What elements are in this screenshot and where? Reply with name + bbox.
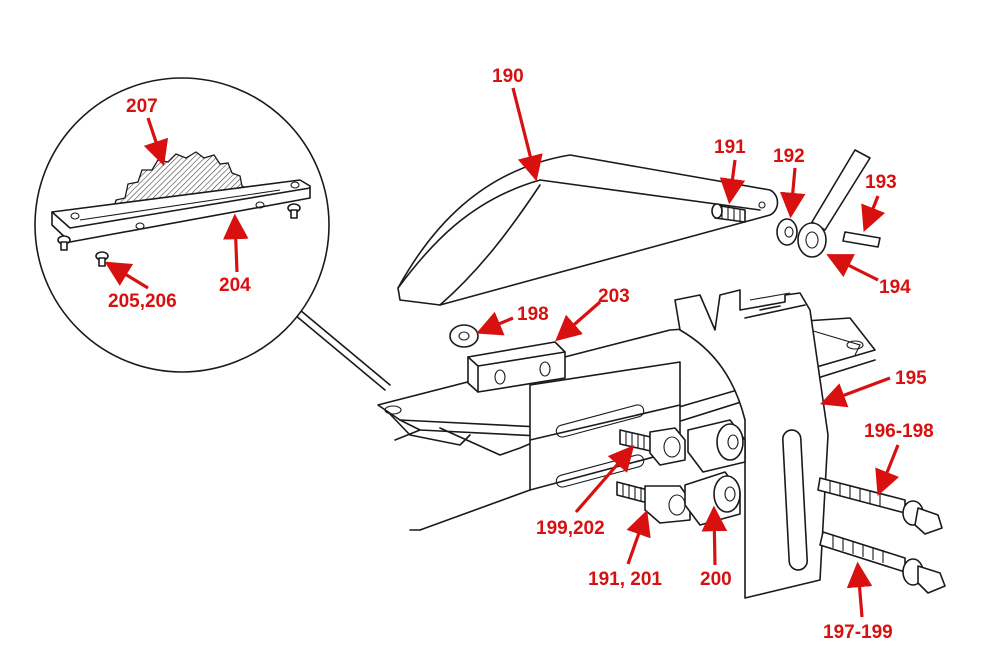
label-191: 191 [714,137,746,158]
label-196-198: 196-198 [864,421,934,442]
label-191-201: 191, 201 [588,569,662,590]
riving-bracket [674,289,829,599]
inset-screw-left [57,235,71,251]
inset-screw-mid [95,251,109,267]
label-192: 192 [773,146,805,167]
label-194: 194 [879,277,911,298]
slotted-rail [409,361,681,531]
blade-guard [397,154,779,306]
long-bolt-lower [819,531,946,594]
label-199-202: 199,202 [536,518,605,539]
label-198: 198 [517,304,549,325]
label-197-199: 197-199 [823,622,893,643]
pin [842,231,881,248]
callout-arrows [104,87,900,618]
label-204: 204 [219,275,251,296]
spacer-block [467,341,566,393]
washer [776,218,798,246]
detail-callout [34,77,391,391]
eye-bolt [797,149,871,258]
part-labels: 190 191 192 193 194 195 196-198 197-199 … [108,66,934,643]
inset-screw-right [287,203,301,219]
hex-nut [449,324,479,348]
label-203: 203 [598,286,630,307]
label-195: 195 [895,368,927,389]
long-bolt-upper [817,477,943,535]
bolt-upper [619,427,686,466]
label-207: 207 [126,96,158,117]
label-200: 200 [700,569,732,590]
pivot-stud [711,203,746,223]
label-205-206: 205,206 [108,291,177,312]
sleeve-lower [684,471,741,526]
label-193: 193 [865,172,897,193]
bolt-lower [616,481,691,524]
label-190: 190 [492,66,524,87]
sleeve-upper [687,419,746,473]
